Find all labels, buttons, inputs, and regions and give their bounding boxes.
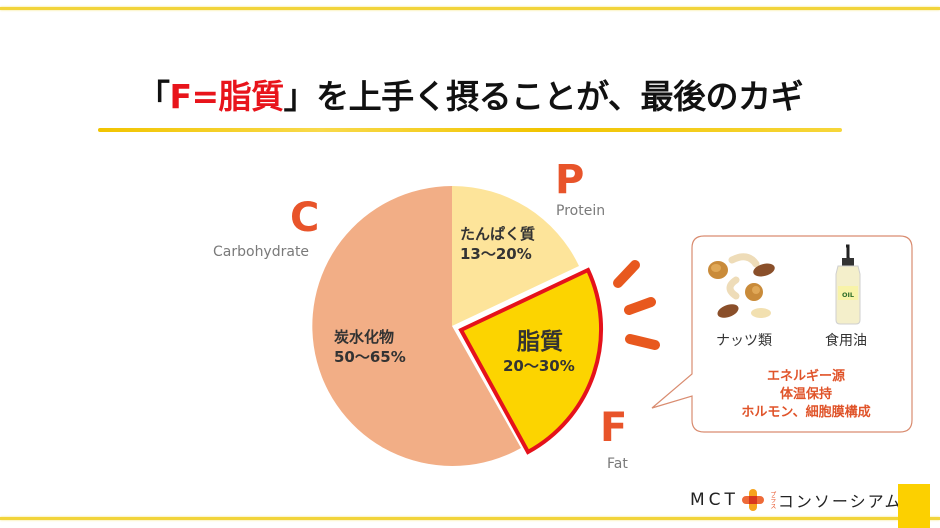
letter-f: F [600,405,628,451]
word-carbohydrate: Carbohydrate [213,244,310,260]
corner-accent-block [898,484,930,528]
page-title: 「F=脂質」を上手く摂ることが、最後のカギ [100,70,840,118]
bottom-border-line [0,517,940,520]
title-underline [98,128,842,132]
oil-bottle-icon: OIL [835,244,861,325]
word-protein: Protein [556,203,606,219]
letter-c: C [290,195,320,241]
top-border-line [0,7,940,10]
fat-benefits: エネルギー源 体温保持 ホルモン、細胞膜構成 [716,368,896,422]
word-fat: Fat [607,456,628,472]
benefit-energy: エネルギー源 [766,369,845,384]
slice-label-carbohydrate: 炭水化物 50〜65% [334,328,406,367]
slice-label-protein: たんぱく質 13〜20% [460,225,535,264]
letter-p: P [555,157,585,203]
pie-slice-protein [452,185,579,326]
carb-value: 50〜65% [334,347,406,366]
nuts-label: ナッツ類 [716,333,772,349]
pie-slice-fat [458,267,604,455]
benefit-hormone: ホルモン、細胞膜構成 [741,405,871,420]
title-bracket: 「 [136,77,170,116]
logo-plus-kana: プラス [768,491,776,509]
mct-consortium-logo: MCT プラス コンソーシアム [690,487,902,513]
protein-value: 13〜20% [460,244,532,263]
nuts-icon [708,253,775,318]
protein-name: たんぱく質 [460,225,536,243]
oil-label: 食用油 [825,333,867,349]
logo-name-text: コンソーシアム [777,492,903,511]
plus-icon [741,489,764,511]
title-highlight: F=脂質 [169,77,284,116]
benefit-body-temp: 体温保持 [779,387,832,402]
title-rest: 」を上手く摂ることが、最後のカギ [283,77,804,116]
svg-text:OIL: OIL [842,291,854,299]
fat-name: 脂質 [517,329,563,355]
carb-name: 炭水化物 [334,328,395,346]
fat-value: 20〜30% [503,357,575,375]
pie-slice-carbohydrate [312,186,521,466]
logo-mct-text: MCT [690,490,739,510]
emphasis-dashes-icon [613,260,660,350]
